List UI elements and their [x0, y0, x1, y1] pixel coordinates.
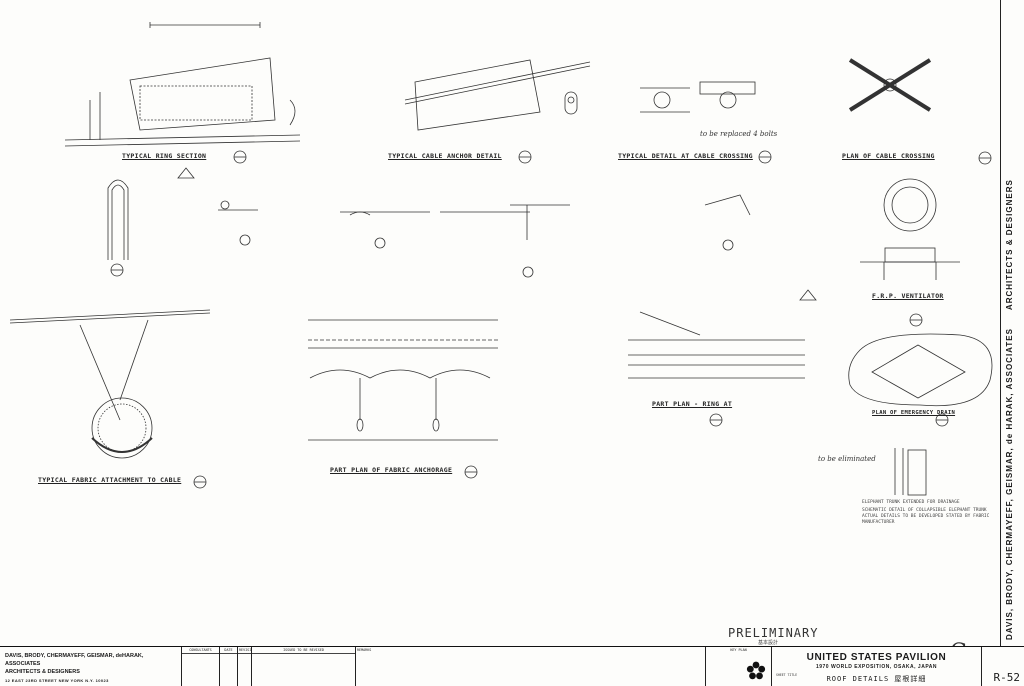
firm-address: 12 EAST 23RD STREET NEW YORK N.Y. 10023 — [5, 678, 109, 683]
label-emergency-drain: PLAN OF EMERGENCY DRAIN — [872, 410, 956, 416]
consultants-cell: CONSULTANTS — [182, 647, 220, 686]
sidebar-firm-names: DAVIS, BRODY, CHERMAYEFF, GEISMAR, de HA… — [1005, 328, 1014, 640]
sheet-number: R-52 — [993, 671, 1021, 684]
part-plan-ring — [628, 311, 805, 427]
project-cell: UNITED STATES PAVILION 1970 WORLD EXPOSI… — [772, 647, 982, 686]
fabric-attachment-detail — [9, 309, 211, 489]
sheet-number-cell: R-52 — [982, 647, 1024, 686]
sheet-title-header: SHEET TITLE — [776, 673, 798, 677]
label-cable-anchor: TYPICAL CABLE ANCHOR DETAIL — [388, 152, 502, 160]
issued-cell: ISSUED TO BE REVISED — [252, 647, 356, 686]
firm-cell: DAVIS, BRODY, CHERMAYEFF, GEISMAR, deHAR… — [0, 647, 182, 686]
label-frp-ventilator: F.R.P. VENTILATOR — [872, 292, 944, 300]
remarks-header: REMARKS — [357, 648, 372, 652]
date-header: DATE — [220, 647, 237, 654]
title-block: DAVIS, BRODY, CHERMAYEFF, GEISMAR, deHAR… — [0, 646, 1024, 686]
label-part-plan-ring: PART PLAN - RING AT — [652, 400, 733, 408]
architectural-drawing-area — [9, 22, 993, 496]
label-ring-section: TYPICAL RING SECTION — [122, 152, 207, 160]
firm-name: DAVIS, BRODY, CHERMAYEFF, GEISMAR, deHAR… — [0, 647, 181, 681]
fabric-anchorage-plan — [308, 319, 498, 479]
issued-header: ISSUED TO BE REVISED — [252, 647, 355, 654]
label-cable-crossing: TYPICAL DETAIL AT CABLE CROSSING — [618, 152, 753, 160]
label-fabric-anchorage: PART PLAN OF FABRIC ANCHORAGE — [330, 466, 453, 474]
sidebar-firm-role: ARCHITECTS & DESIGNERS — [1005, 179, 1014, 311]
consultants-header: CONSULTANTS — [182, 647, 219, 654]
revision-cell: REVISION — [238, 647, 252, 686]
key-plan-header: KEY PLAN — [730, 648, 747, 652]
preliminary-stamp: PRELIMINARY — [728, 626, 819, 640]
project-name: UNITED STATES PAVILION — [806, 652, 947, 663]
frp-ventilator-detail — [799, 178, 960, 327]
firm-line-2: ARCHITECTS & DESIGNERS — [5, 669, 80, 675]
ring-section-detail — [64, 22, 301, 164]
vertical-firm-sidebar: DAVIS, BRODY, CHERMAYEFF, GEISMAR, de HA… — [1000, 0, 1024, 646]
small-details-row — [218, 194, 751, 278]
date-cell: DATE — [220, 647, 238, 686]
sheet-title: ROOF DETAILS 屋根詳細 — [826, 675, 927, 683]
expo-logo — [746, 661, 766, 680]
label-fabric-attachment: TYPICAL FABRIC ATTACHMENT TO CABLE — [38, 476, 182, 484]
note-elephant-trunk-extended: ELEPHANT TRUNK EXTENDED FOR DRAINAGE — [862, 500, 960, 505]
firm-line-1: DAVIS, BRODY, CHERMAYEFF, GEISMAR, deHAR… — [5, 653, 144, 667]
key-plan-cell: KEY PLAN — [706, 647, 772, 686]
label-plan-crossing: PLAN OF CABLE CROSSING — [842, 152, 935, 160]
emergency-drain-plan — [848, 333, 993, 496]
project-subtitle: 1970 WORLD EXPOSITION, OSAKA, JAPAN — [815, 664, 938, 670]
note-elephant-trunk: SCHEMATIC DETAIL OF COLLAPSIBLE ELEPHANT… — [862, 508, 990, 525]
preliminary-stamp-jp: 基本設計 — [758, 640, 779, 646]
remarks-cell: REMARKS — [356, 647, 706, 686]
plan-cable-crossing — [848, 58, 992, 165]
sidebar-firm-text: DAVIS, BRODY, CHERMAYEFF, GEISMAR, de HA… — [1005, 0, 1014, 640]
handwritten-drain-note: to be eliminated — [818, 455, 876, 463]
revision-header: REVISION — [238, 648, 252, 654]
handwritten-crossing-note: to be replaced 4 bolts — [700, 130, 778, 138]
u-bar-detail — [107, 167, 195, 277]
cable-anchor-detail — [404, 59, 591, 164]
cable-crossing-detail — [640, 81, 772, 164]
